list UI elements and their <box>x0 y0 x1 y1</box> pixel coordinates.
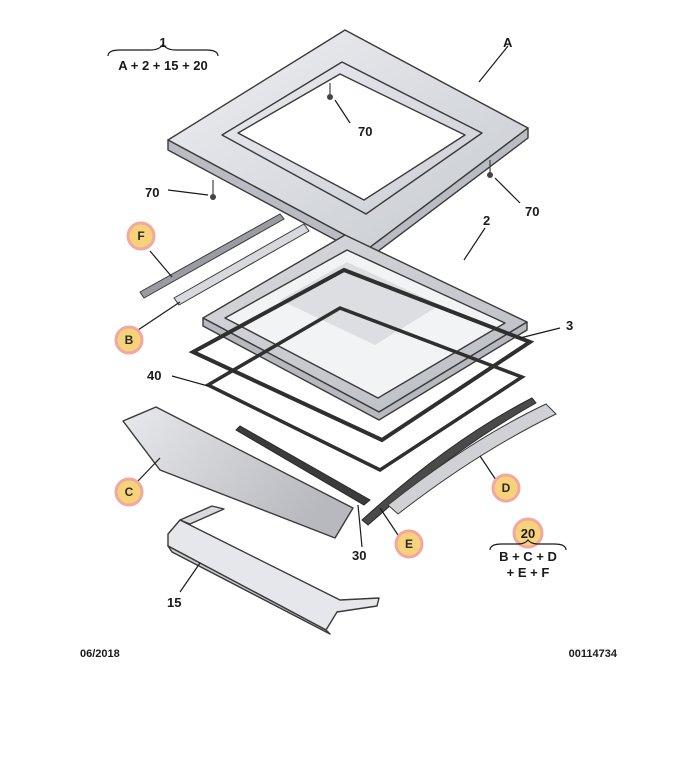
screw-70-right <box>487 160 493 178</box>
label-30: 30 <box>352 548 366 563</box>
callout-d-label: D <box>502 481 511 495</box>
label-a: A <box>503 35 513 50</box>
formula-20: 20 B + C + D + E + F <box>489 517 567 580</box>
label-70-top: 70 <box>358 124 372 139</box>
screw-70-top <box>327 83 333 100</box>
footer-reference: 00114734 <box>569 648 618 660</box>
footer-date: 06/2018 <box>80 648 120 660</box>
callout-c-label: C <box>125 485 134 499</box>
formula-20-number: 20 <box>521 526 535 541</box>
callout-e: E <box>394 529 424 559</box>
leader-lines <box>136 45 561 593</box>
callout-b: B <box>114 325 144 355</box>
callout-c: C <box>114 477 144 507</box>
formula-1-number: 1 <box>159 35 166 50</box>
sun-shade <box>167 505 380 635</box>
formula-20-line1: B + C + D <box>499 549 557 564</box>
label-70-right: 70 <box>525 204 539 219</box>
callout-d: D <box>491 473 521 503</box>
formula-20-line2: + E + F <box>507 565 550 580</box>
callout-f-label: F <box>137 229 144 243</box>
callout-f: F <box>126 221 156 251</box>
formula-1: 1 A + 2 + 15 + 20 <box>107 35 219 73</box>
roof-frame <box>167 29 529 259</box>
formula-1-expression: A + 2 + 15 + 20 <box>118 58 208 73</box>
callout-e-label: E <box>405 537 413 551</box>
label-15: 15 <box>167 595 181 610</box>
label-70-left: 70 <box>145 185 159 200</box>
strip-b <box>173 223 310 306</box>
screw-70-left <box>210 180 216 200</box>
seal-ring <box>188 267 535 443</box>
label-2: 2 <box>483 213 490 228</box>
gasket-ring <box>204 306 526 473</box>
label-40: 40 <box>147 368 161 383</box>
panel-c <box>122 406 354 539</box>
strip-d <box>387 403 557 515</box>
strip-30 <box>235 425 371 506</box>
label-3: 3 <box>566 318 573 333</box>
strip-f <box>139 213 285 299</box>
callout-b-label: B <box>125 333 134 347</box>
